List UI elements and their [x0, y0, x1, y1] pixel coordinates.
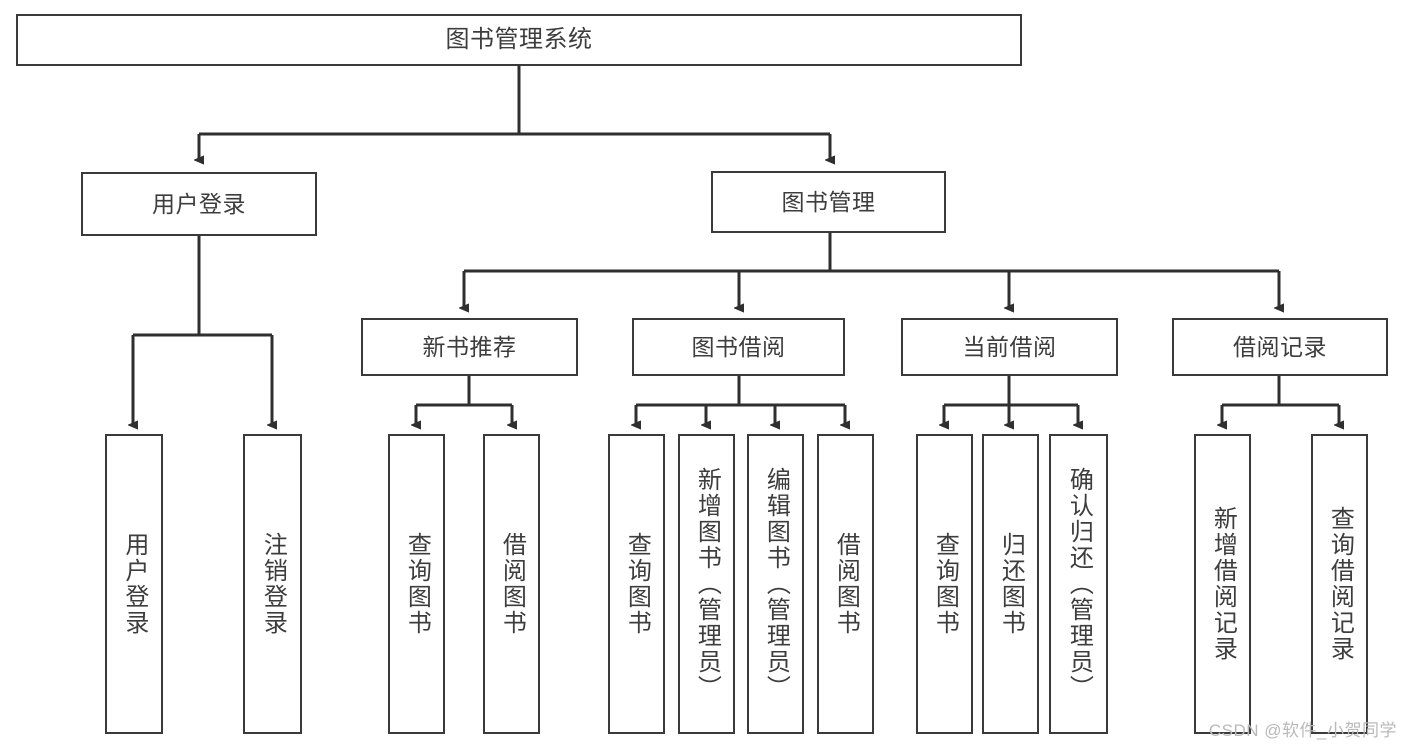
- node-label: 当前借阅: [962, 333, 1057, 360]
- node-label: 图书借阅: [691, 333, 786, 360]
- node-label: 借阅记录: [1233, 333, 1327, 360]
- node-label: 查询借阅记录: [1326, 506, 1354, 662]
- csdn-watermark: CSDN @软件_小贺同学: [1208, 721, 1397, 740]
- node-label: 注销登录: [259, 532, 287, 636]
- leaf-query-book-current[interactable]: 查询图书: [916, 434, 973, 734]
- leaf-query-book-borrow[interactable]: 查询图书: [608, 434, 665, 734]
- node-book-management[interactable]: 图书管理: [711, 171, 946, 233]
- node-label: 新增借阅记录: [1209, 506, 1237, 662]
- node-label: 归还图书: [997, 532, 1025, 636]
- node-current-borrow[interactable]: 当前借阅: [901, 318, 1118, 376]
- node-borrow-record[interactable]: 借阅记录: [1172, 318, 1388, 376]
- node-label: 查询图书: [623, 532, 651, 636]
- leaf-add-book-admin[interactable]: 新增图书（管理员）: [678, 434, 735, 734]
- node-label: 查询图书: [931, 532, 959, 636]
- node-label: 查询图书: [403, 532, 431, 636]
- node-label: 借阅图书: [498, 532, 526, 636]
- leaf-edit-book-admin[interactable]: 编辑图书（管理员）: [747, 434, 804, 734]
- leaf-confirm-return-admin[interactable]: 确认归还（管理员）: [1049, 434, 1108, 734]
- node-label: 新增图书（管理员）: [693, 467, 721, 701]
- leaf-user-logout[interactable]: 注销登录: [243, 434, 302, 734]
- leaf-query-borrow-record[interactable]: 查询借阅记录: [1311, 434, 1368, 734]
- node-new-book-recommend[interactable]: 新书推荐: [361, 318, 578, 376]
- leaf-query-book-recommend[interactable]: 查询图书: [388, 434, 445, 734]
- node-label: 确认归还（管理员）: [1065, 467, 1093, 701]
- node-root-book-management-system[interactable]: 图书管理系统: [16, 14, 1022, 66]
- node-label: 图书管理: [781, 188, 876, 215]
- node-label: 图书管理系统: [445, 26, 593, 53]
- leaf-add-borrow-record[interactable]: 新增借阅记录: [1194, 434, 1251, 734]
- node-label: 编辑图书（管理员）: [762, 467, 790, 701]
- node-label: 用户登录: [152, 190, 246, 217]
- leaf-borrow-book-recommend[interactable]: 借阅图书: [483, 434, 540, 734]
- node-book-borrow[interactable]: 图书借阅: [632, 318, 845, 376]
- node-label: 新书推荐: [422, 333, 517, 360]
- node-user-login[interactable]: 用户登录: [81, 172, 317, 236]
- leaf-borrow-book[interactable]: 借阅图书: [817, 434, 874, 734]
- leaf-user-login[interactable]: 用户登录: [105, 434, 163, 734]
- node-label: 借阅图书: [832, 532, 860, 636]
- node-label: 用户登录: [120, 532, 148, 636]
- leaf-return-book[interactable]: 归还图书: [982, 434, 1039, 734]
